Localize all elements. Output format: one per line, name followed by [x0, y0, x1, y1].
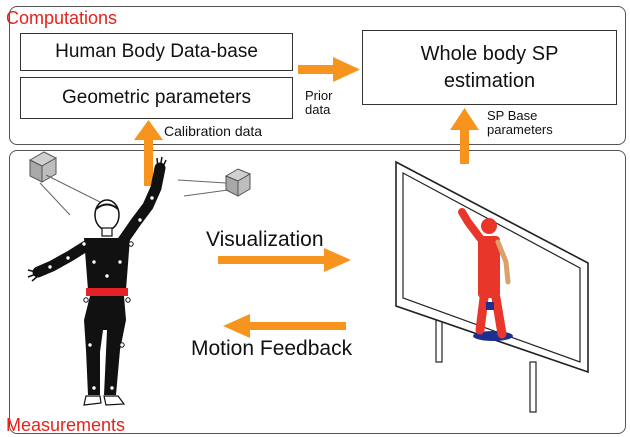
visualization-arrow — [218, 248, 351, 272]
whole-body-sp-estimation-box: Whole body SP estimation — [362, 30, 617, 105]
prior-data-label-line2: data — [305, 102, 331, 117]
camera-left-icon — [28, 151, 101, 216]
geometric-parameters-box: Geometric parameters — [20, 77, 293, 119]
sp-base-parameters-arrow — [450, 108, 479, 164]
camera-right-icon — [177, 168, 252, 197]
avatar-figure — [458, 208, 513, 341]
computations-title: Computations — [6, 8, 118, 28]
measurements-title: Measurements — [6, 415, 126, 435]
geometric-parameters-label: Geometric parameters — [61, 87, 251, 108]
whole-body-sp-line1: Whole body SP — [420, 42, 559, 65]
prior-data-label-line1: Prior — [305, 88, 333, 103]
motion-feedback-arrow — [223, 314, 346, 338]
calibration-data-label: Calibration data — [164, 123, 263, 139]
calibration-data-arrow — [134, 120, 163, 186]
human-body-database-label: Human Body Data-base — [55, 41, 258, 62]
human-body-database-box: Human Body Data-base — [20, 33, 293, 71]
visualization-label: Visualization — [206, 228, 324, 251]
whole-body-sp-line2: estimation — [443, 69, 536, 92]
sp-base-label-line1: SP Base — [487, 108, 538, 123]
sp-base-label-line2: parameters — [487, 122, 553, 137]
human-subject-figure — [27, 156, 167, 406]
motion-feedback-label: Motion Feedback — [191, 337, 353, 360]
prior-data-arrow — [298, 57, 360, 82]
